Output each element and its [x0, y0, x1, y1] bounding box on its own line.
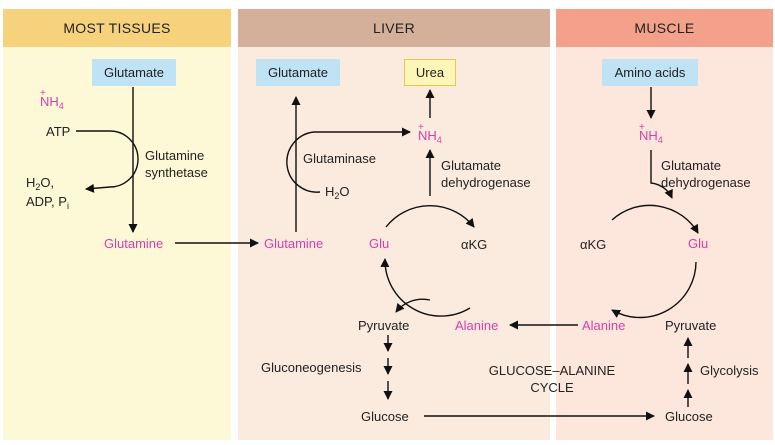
arrow-glutaminase-nh4 [286, 127, 411, 193]
liver-alanine-label: Alanine [455, 318, 499, 333]
muscle-cycle-bottom [611, 261, 697, 319]
muscle-glucose-label: Glucose [665, 409, 713, 424]
muscle-cycle-top [611, 204, 699, 234]
liver-glutamine-label: Glutamine [264, 236, 324, 251]
tissue-adp-label: ADP, Pi [26, 194, 69, 211]
tissue-nh4-label: +NH4 [40, 88, 64, 111]
urea-box: Urea [404, 59, 456, 86]
muscle-header: MUSCLE [556, 9, 773, 47]
liver-header: LIVER [238, 9, 550, 47]
tissue-h2o-label: H2O, [26, 175, 55, 192]
muscle-nh4-label: +NH4 [639, 122, 663, 145]
gluconeogenesis-label: Gluconeogenesis [261, 360, 362, 375]
arrow-nh4-to-glu [650, 150, 673, 199]
muscle-glu-label: Glu [688, 236, 709, 251]
liver-glutamate-box: Glutamate [256, 59, 340, 86]
arrow-atp-in [76, 130, 139, 193]
glutaminase-label: Glutaminase [303, 151, 376, 166]
muscle-akg-label: αKG [580, 237, 607, 252]
liver-cycle-top [385, 205, 475, 228]
liver-cycle-bottom [380, 258, 471, 317]
liver-pyruvate-branch [395, 298, 431, 313]
glycolysis-label: Glycolysis [700, 363, 759, 378]
tissue-glutamate-box: Glutamate [92, 59, 176, 86]
tissue-atp-label: ATP [46, 124, 71, 139]
most-tissues-header: MOST TISSUES [3, 9, 231, 47]
muscle-alanine-label: Alanine [582, 318, 626, 333]
muscle-pyruvate-label: Pyruvate [665, 318, 717, 333]
liver-nh4-label: +NH4 [418, 122, 442, 145]
liver-glu-label: Glu [369, 236, 390, 251]
amino-acids-box: Amino acids [602, 59, 698, 86]
tissue-glutamine-label: Glutamine [104, 236, 164, 251]
liver-pyruvate-label: Pyruvate [358, 318, 410, 333]
liver-akg-label: αKG [461, 237, 488, 252]
liver-glucose-label: Glucose [361, 409, 409, 424]
liver-h2o-label: H2O [325, 184, 350, 201]
